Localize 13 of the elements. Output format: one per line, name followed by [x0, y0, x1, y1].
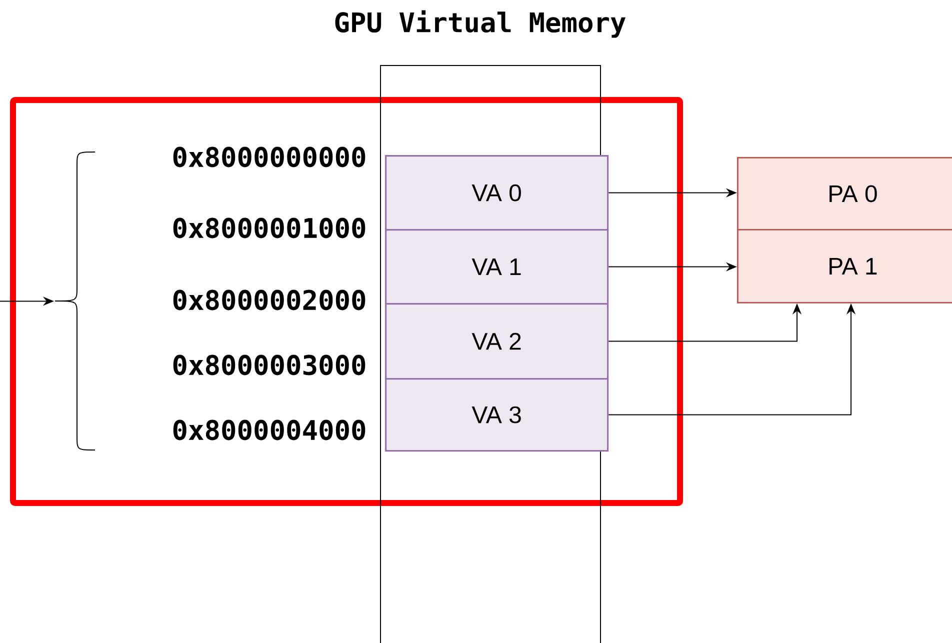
- address-label: 0x8000000000: [173, 146, 366, 168]
- page-block: PA 0: [737, 157, 952, 230]
- curly-brace: [54, 152, 96, 450]
- address-label: 0x8000003000: [173, 354, 366, 376]
- address-label: 0x8000004000: [173, 420, 366, 440]
- address-label: 0x8000002000: [173, 290, 366, 310]
- address-block: VA 1: [385, 229, 609, 305]
- title: GPU Virtual Memory: [335, 10, 626, 38]
- page-block: PA 1: [737, 229, 952, 304]
- address-block: VA 3: [385, 378, 609, 452]
- address-block: VA 2: [385, 303, 609, 380]
- address-label: 0x8000001000: [173, 218, 366, 238]
- address-block: VA 0: [385, 155, 609, 231]
